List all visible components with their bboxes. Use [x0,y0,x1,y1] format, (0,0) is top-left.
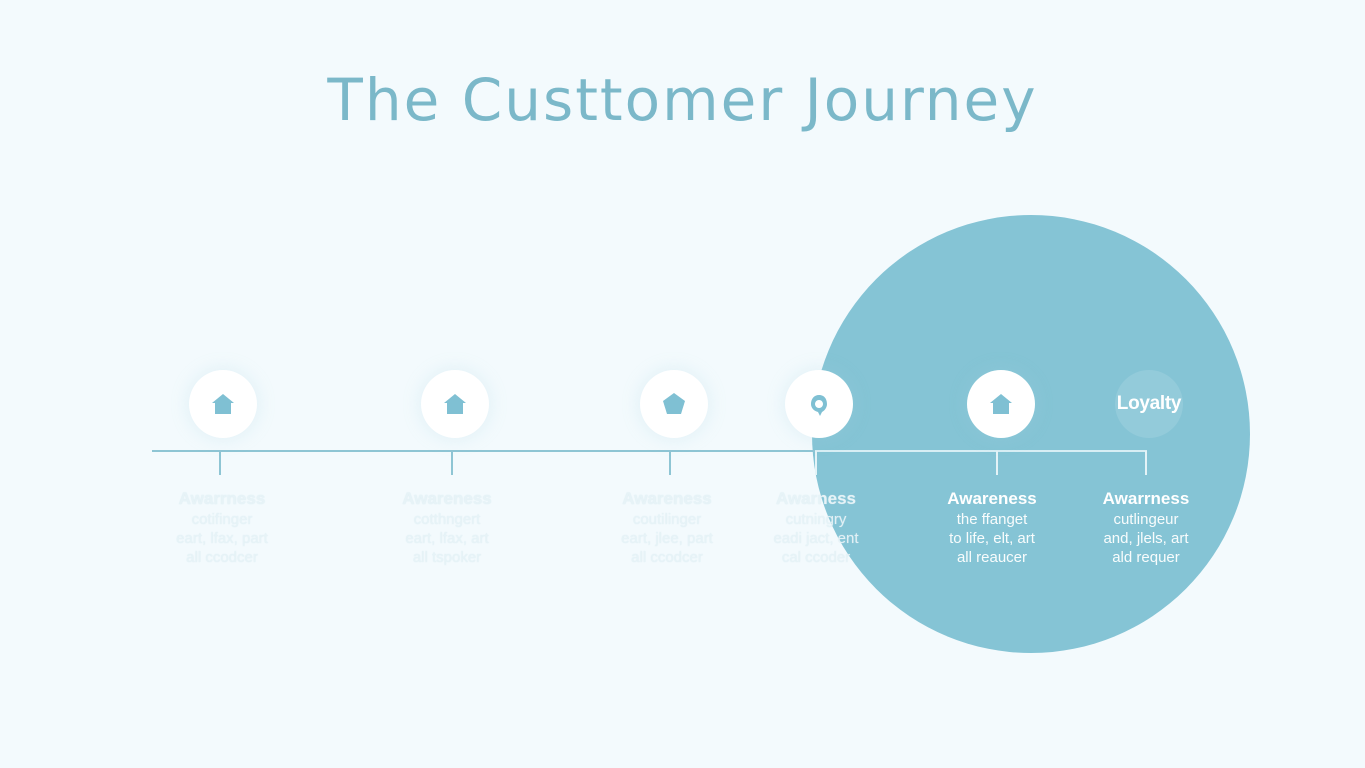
stage-text-3: Awareness coutilinger eart, jlee, part a… [587,488,747,567]
stage-line: coutilinger [632,511,702,528]
stage-text-5: Awareness the ffanget to life, elt, art … [912,488,1072,567]
stage-line: eart, lfax, part [176,530,268,547]
highlight-circle [812,215,1250,653]
stage-name: Awareness [402,489,492,508]
stage-name: Awarrness [1102,489,1190,508]
stage-node-4 [785,370,853,438]
house-icon [212,394,234,414]
stage-line: eart, jlee, part [621,530,713,547]
house-icon [990,394,1012,414]
ring-icon [811,395,827,416]
loyalty-label: Loyalty [1116,393,1182,414]
stage-name: Awarness [775,489,856,508]
stage-name: Awareness [622,489,712,508]
pentagon-icon [663,393,685,414]
timeline-axis [152,450,1147,452]
timeline-tick [815,451,817,475]
stage-line: all ccodcer [186,549,258,566]
page-title: The Custtomer Journey [327,66,1038,134]
stage-node-2 [421,370,489,438]
stage-line: cal ccoder [781,549,851,566]
timeline-tick [669,451,671,475]
stage-text-1: Awarrness cotifinger eart, lfax, part al… [142,488,302,567]
timeline-tick [451,451,453,475]
stage-node-6: Loyalty [1115,370,1183,438]
stage-line: cutlingeur [1113,511,1179,528]
stage-text-2: Awareness cotthngert eart, lfax, art all… [367,488,527,567]
stage-line: cutningry [785,511,847,528]
timeline-tick [1145,451,1147,475]
timeline-tick [219,451,221,475]
stage-line: to life, elt, art [949,530,1035,547]
stage-line: eadi jact, ent [773,530,859,547]
stage-text-4: Awarness cutningry eadi jact, ent cal cc… [736,488,896,567]
stage-line: eart, lfax, art [405,530,489,547]
stage-line: the ffanget [956,511,1028,528]
stage-name: Awarrness [178,489,266,508]
stage-line: all ccodcer [631,549,703,566]
stage-node-1 [189,370,257,438]
stage-line: cotifinger [191,511,253,528]
stage-line: cotthngert [413,511,481,528]
stage-name: Awareness [947,489,1037,508]
stage-line: ald requer [1112,549,1180,566]
stage-node-5 [967,370,1035,438]
stage-node-3 [640,370,708,438]
timeline-tick [996,451,998,475]
stage-line: all reaucer [956,549,1028,566]
house-icon [444,394,466,414]
stage-text-6: Awarrness cutlingeur and, jlels, art ald… [1066,488,1226,567]
timeline-axis-highlight [815,450,1147,452]
stage-line: all tspoker [412,549,482,566]
stage-line: and, jlels, art [1103,530,1189,547]
